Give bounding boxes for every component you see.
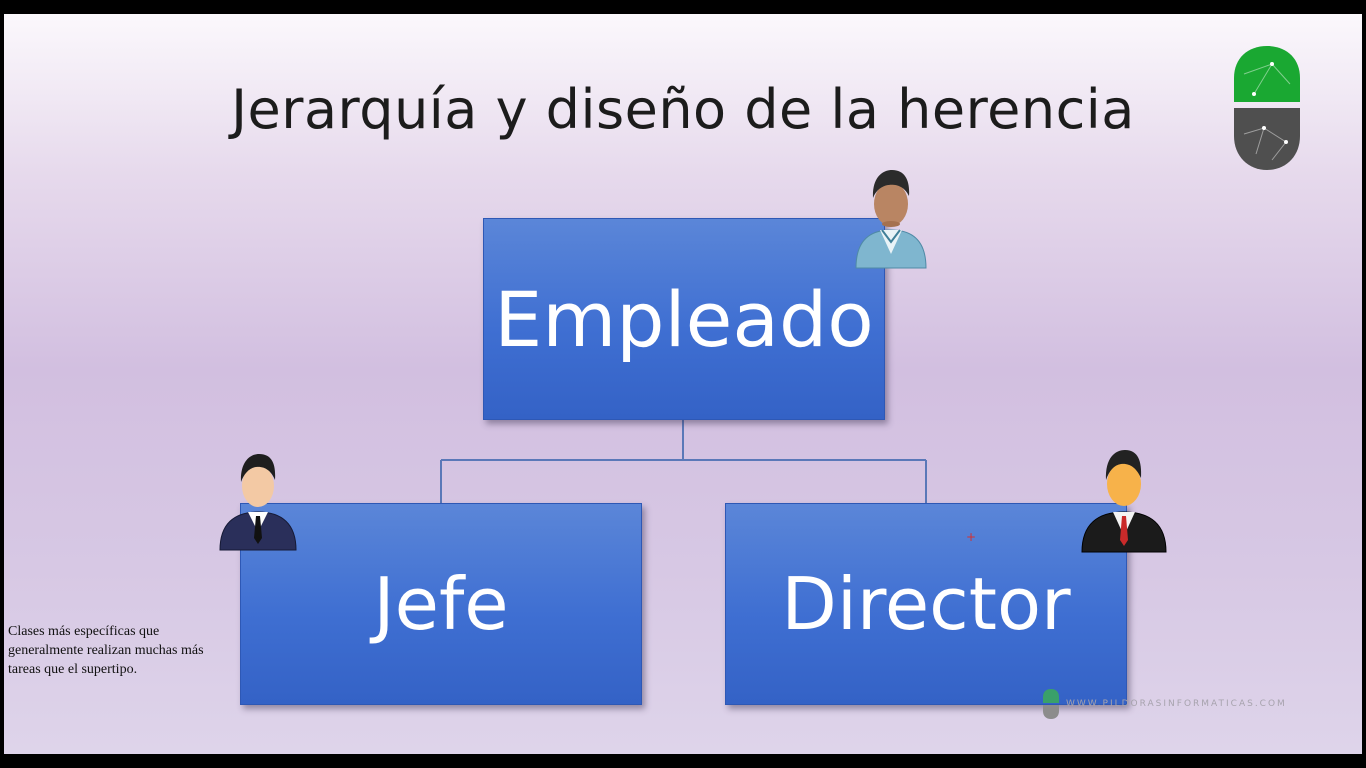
director-label: Director — [781, 562, 1071, 646]
jefe-box: Jefe — [240, 503, 642, 705]
director-person-icon — [1081, 450, 1167, 553]
watermark-text: WWW.PILDORASINFORMATICAS.COM — [1066, 699, 1287, 709]
jefe-label: Jefe — [373, 562, 509, 646]
empleado-box: Empleado — [483, 218, 885, 420]
employee-person-icon — [855, 170, 927, 269]
watermark-logo-icon — [1043, 689, 1059, 719]
note-text: Clases más específicas que generalmente … — [8, 624, 204, 677]
slide-title: Jerarquía y diseño de la herencia — [231, 78, 1135, 141]
pildoras-logo-icon — [1234, 46, 1300, 170]
director-box: Director — [725, 503, 1127, 705]
watermark: WWW.PILDORASINFORMATICAS.COM — [1042, 688, 1287, 720]
boss-person-icon — [219, 454, 297, 551]
empleado-label: Empleado — [494, 274, 874, 364]
cursor-mark: + — [966, 530, 977, 544]
